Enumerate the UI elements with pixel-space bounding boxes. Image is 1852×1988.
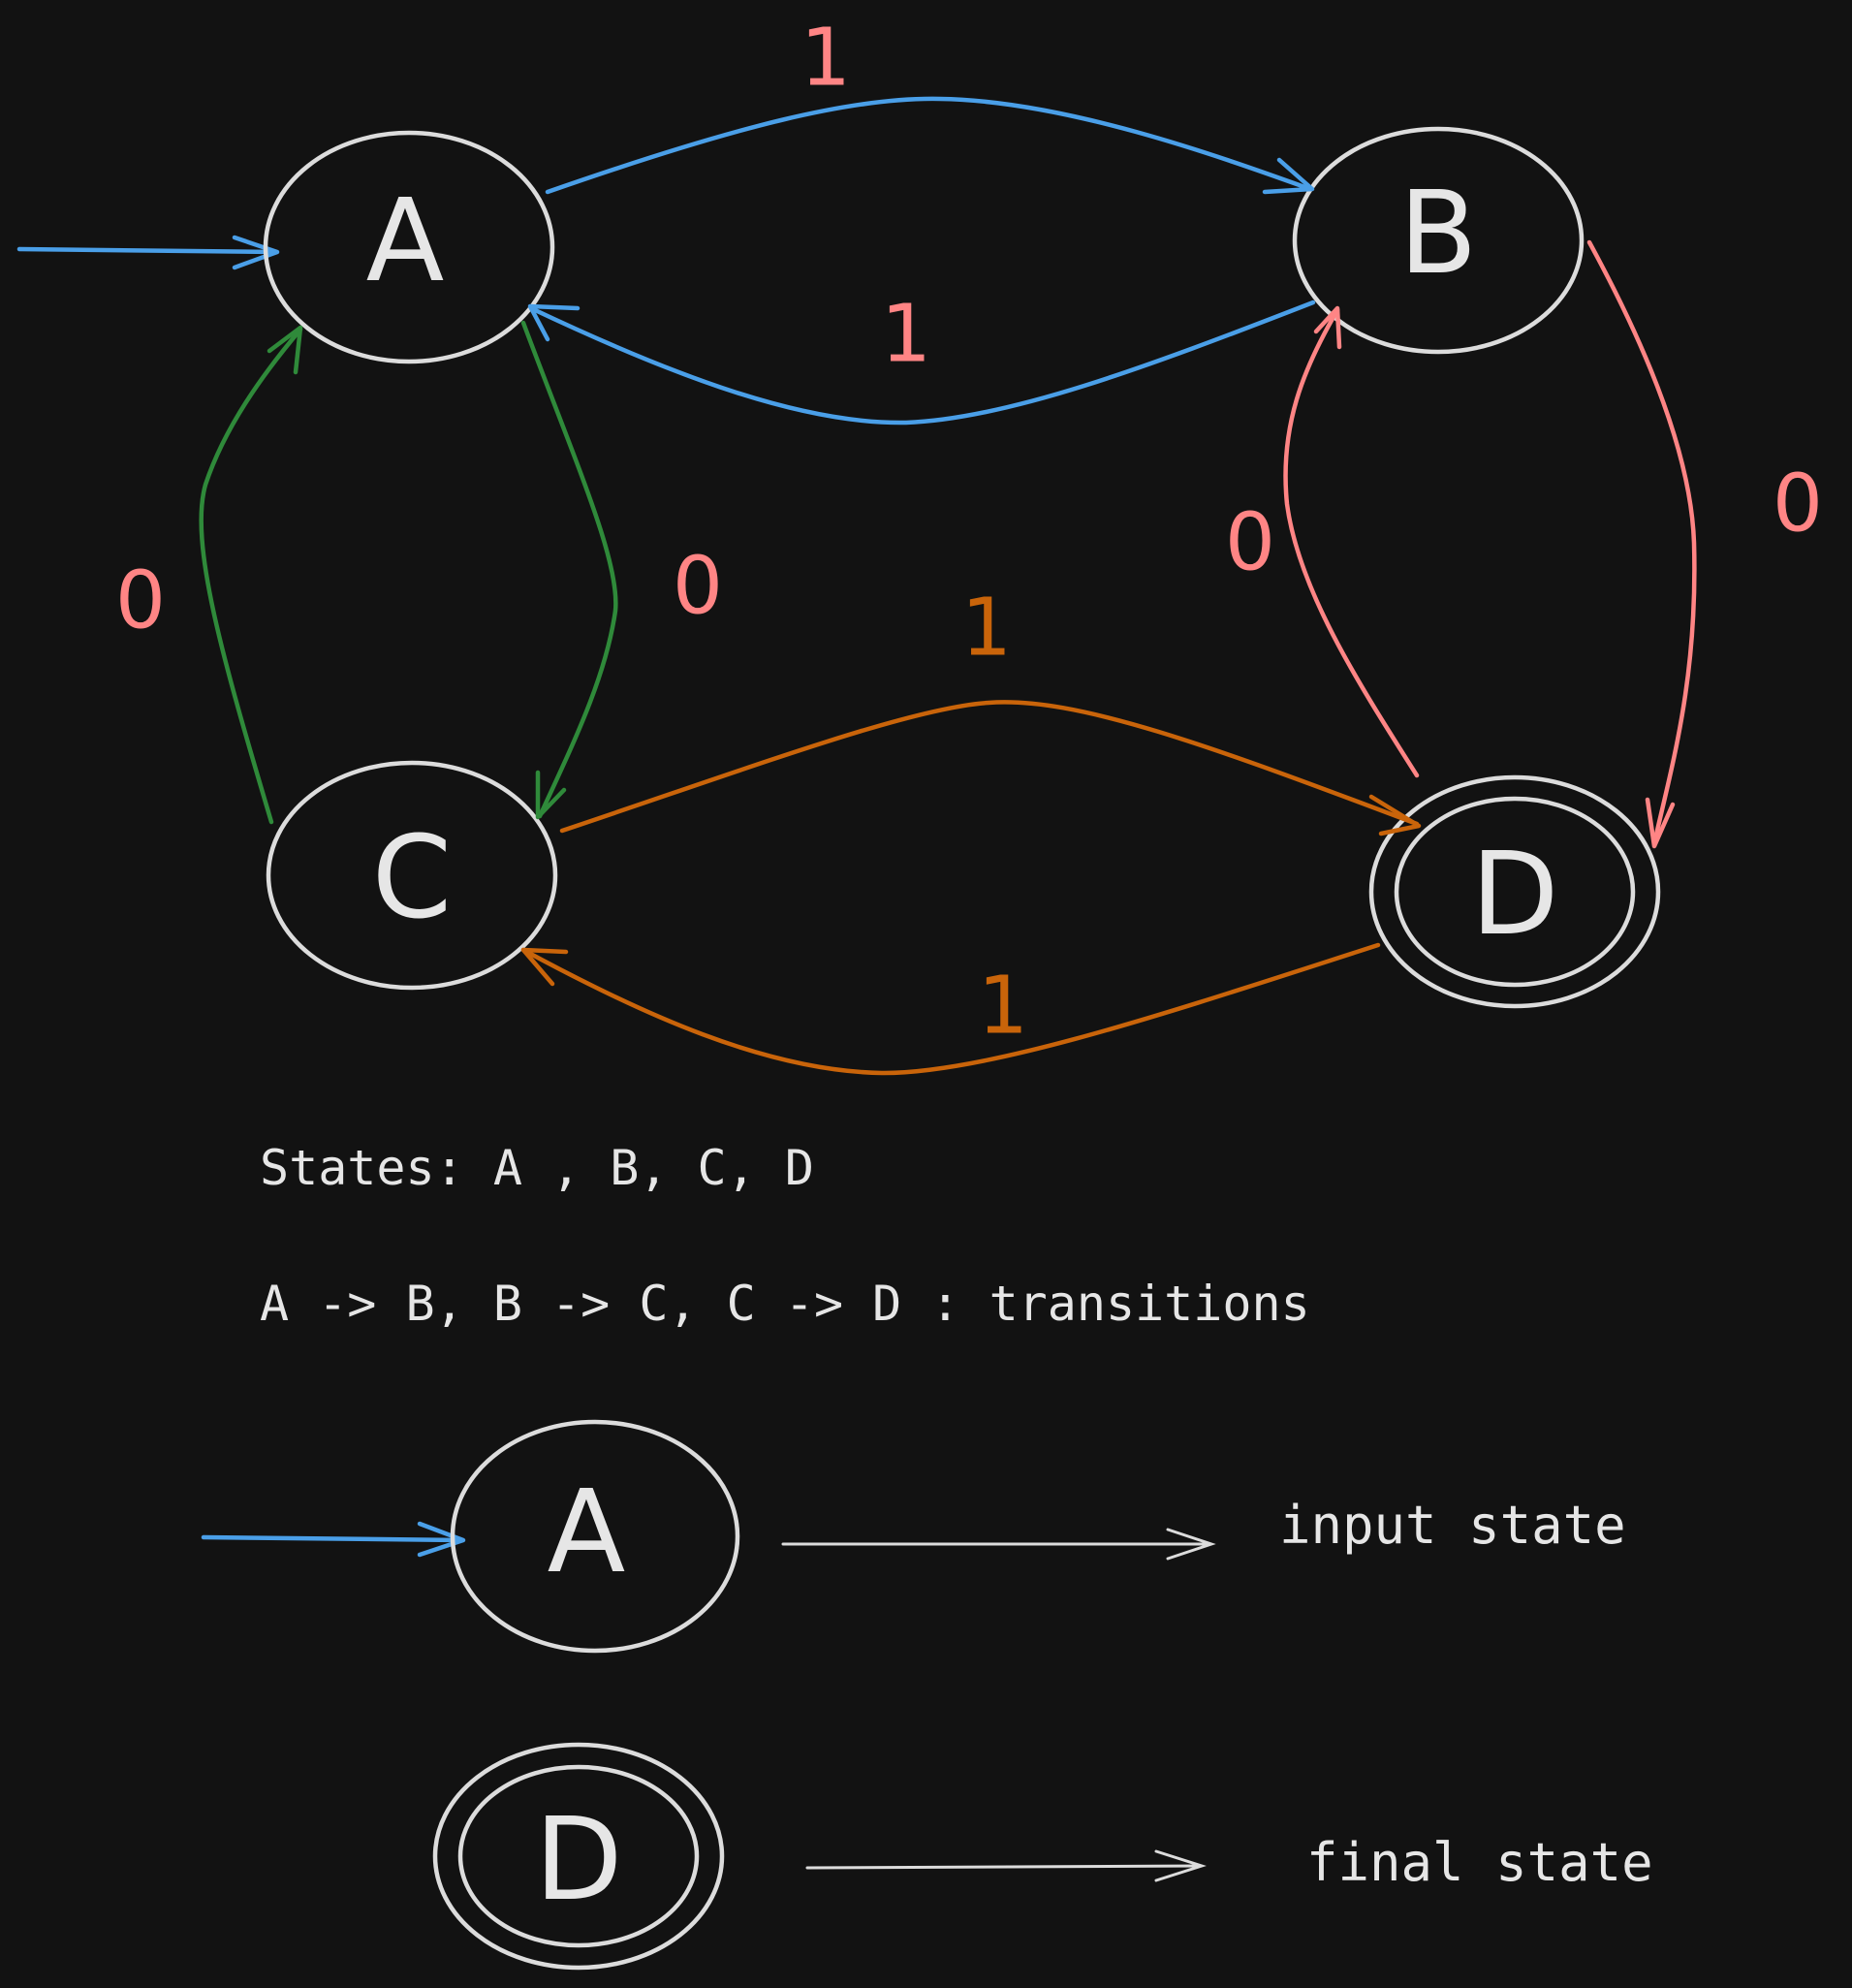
state-label-a: A (366, 174, 445, 307)
legend-input-state-node (450, 1419, 740, 1654)
transition-d-to-b (1283, 305, 1420, 778)
legend-final-state-label: D (535, 1792, 623, 1926)
transition-a-to-b (545, 96, 1315, 195)
transitions-note: A -> B, B -> C, C -> D : transitions (260, 1276, 1310, 1332)
start-arrow (16, 235, 280, 270)
state-node-c: C (266, 760, 558, 991)
transition-label-d-to-c: 1 (978, 961, 1028, 1053)
legend-input-text: input state (1279, 1495, 1626, 1556)
transition-label-b-to-a: 1 (881, 289, 931, 381)
transition-label-a-to-b: 1 (800, 13, 851, 105)
state-node-d: D (1368, 774, 1661, 1009)
state-label-d: D (1471, 827, 1559, 961)
legend-final-state-node (432, 1742, 725, 1971)
legend-final-arrow (805, 1864, 1202, 1870)
legend-final-text: final state (1306, 1832, 1653, 1893)
transition-b-to-a (527, 300, 1316, 426)
legend-input-state-label: A (548, 1465, 626, 1598)
legend-input-state: A input state (201, 1419, 1626, 1654)
state-node-b: B (1292, 126, 1585, 355)
states-note: States: A , B, C, D (260, 1140, 814, 1196)
transition-c-to-d (559, 700, 1422, 836)
transition-d-to-c (520, 942, 1381, 1076)
legend-final-state: D final state (432, 1742, 1653, 1971)
transition-label-c-to-a: 0 (115, 555, 166, 647)
transition-c-to-a (199, 325, 303, 825)
transition-label-d-to-b: 0 (1225, 497, 1275, 589)
transition-label-b-to-d: 0 (1773, 458, 1823, 551)
transition-label-a-to-c: 0 (673, 541, 723, 633)
transition-label-c-to-d: 1 (961, 583, 1012, 675)
transition-b-to-d (1586, 239, 1697, 849)
state-node-a: A (263, 130, 555, 364)
state-label-b: B (1399, 166, 1478, 300)
state-label-c: C (372, 810, 452, 944)
transition-a-to-c (520, 320, 618, 820)
